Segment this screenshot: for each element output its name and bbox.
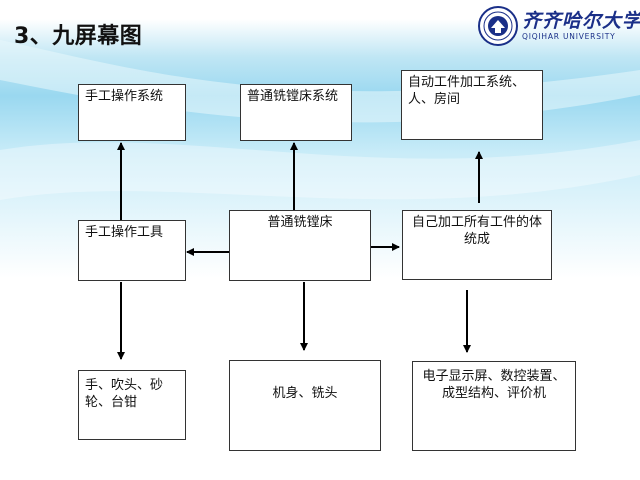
university-seal-icon: [478, 6, 518, 46]
node-self-processing: 自己加工所有工件的体统成: [402, 210, 552, 280]
node-label: 手工操作工具: [85, 225, 164, 240]
node-label: 机身、铣头: [272, 386, 338, 401]
node-manual-operation-system: 手工操作系统: [78, 84, 186, 141]
node-label: 普通铣镗床系统: [247, 89, 339, 104]
university-name: 齐齐哈尔大学: [522, 10, 640, 32]
node-label: 手、吹头、砂轮、台钳: [85, 378, 164, 410]
node-hand-tools: 手、吹头、砂轮、台钳: [78, 370, 186, 440]
slide-title: 3、九屏幕图: [14, 24, 143, 49]
node-milling-machine: 普通铣镗床: [229, 210, 371, 281]
node-automatic-processing-system: 自动工件加工系统、人、房间: [401, 70, 543, 140]
university-subtitle: QIQIHAR UNIVERSITY: [522, 32, 616, 41]
node-manual-tools: 手工操作工具: [78, 220, 186, 281]
node-body-head: 机身、铣头: [229, 360, 381, 451]
university-logo: 齐齐哈尔大学 QIQIHAR UNIVERSITY: [478, 4, 640, 48]
node-label: 自己加工所有工件的体统成: [411, 215, 542, 247]
node-label: 手工操作系统: [85, 89, 164, 104]
node-label: 电子显示屏、数控装置、成型结构、评价机: [422, 369, 566, 401]
node-cnc-components: 电子显示屏、数控装置、成型结构、评价机: [412, 361, 576, 451]
node-label: 普通铣镗床: [267, 215, 333, 230]
node-label: 自动工件加工系统、人、房间: [408, 75, 526, 107]
node-milling-machine-system: 普通铣镗床系统: [240, 84, 352, 141]
